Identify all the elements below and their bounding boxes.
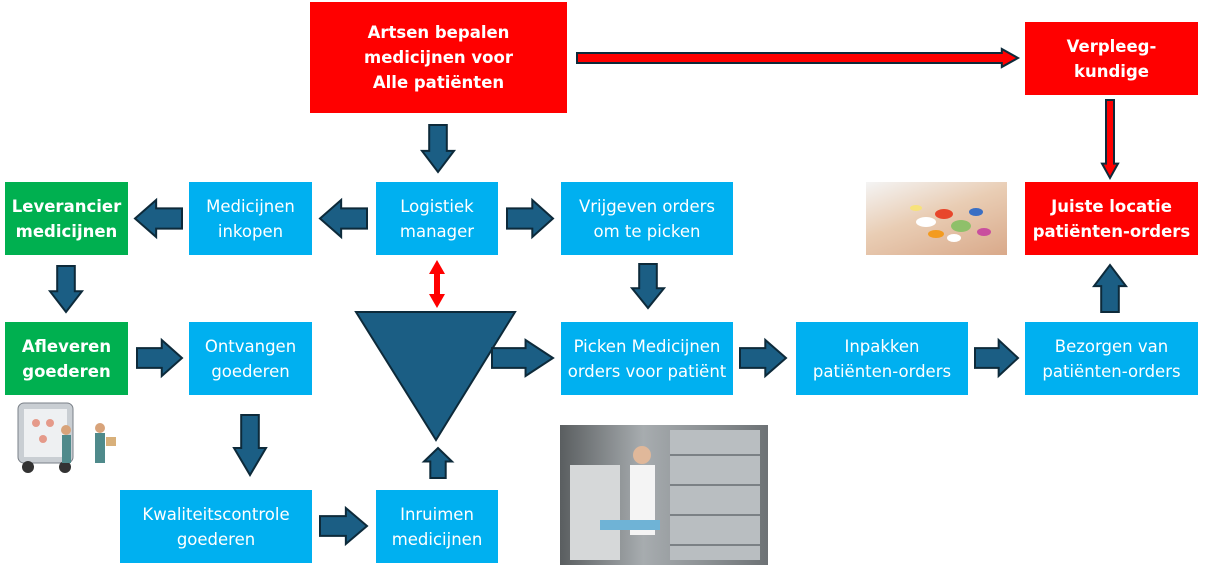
- pharmacy-photo: [560, 425, 768, 565]
- arrow-logistiek-to-vrijgeven: [506, 197, 555, 240]
- arrow-artsen-to-logistiek: [419, 124, 457, 174]
- box-juiste-locatie: Juiste locatie patiënten-orders: [1025, 182, 1198, 255]
- box-ontvangen: Ontvangen goederen: [189, 322, 312, 395]
- box-picken: Picken Medicijnen orders voor patiënt: [561, 322, 733, 395]
- box-artsen: Artsen bepalen medicijnen voor Alle pati…: [310, 2, 567, 113]
- arrow-inruimen-to-stock: [421, 446, 455, 479]
- inventory-triangle: [354, 311, 517, 442]
- arrow-leverancier-to-afleveren: [47, 265, 85, 314]
- pills-photo: [866, 182, 1007, 255]
- arrow-logistiek-to-inkopen: [318, 197, 368, 240]
- arrow-logistiek-stock-bidirectional: [429, 260, 445, 308]
- arrow-verpleegkundige-to-locatie: [1100, 99, 1120, 181]
- arrow-inpakken-to-bezorgen: [974, 337, 1020, 379]
- box-inkopen: Medicijnen inkopen: [189, 182, 312, 255]
- box-afleveren: Afleveren goederen: [5, 322, 128, 395]
- arrow-bezorgen-to-locatie: [1091, 263, 1129, 313]
- arrow-vrijgeven-to-picken: [629, 263, 667, 310]
- box-verpleegkundige: Verpleeg- kundige: [1025, 22, 1198, 95]
- box-leverancier: Leverancier medicijnen: [5, 182, 128, 255]
- arrow-afleveren-to-ontvangen: [136, 337, 184, 379]
- box-kwaliteit: Kwaliteitscontrole goederen: [120, 490, 312, 563]
- box-bezorgen: Bezorgen van patiënten-orders: [1025, 322, 1198, 395]
- box-vrijgeven: Vrijgeven orders om te picken: [561, 182, 733, 255]
- box-inpakken: Inpakken patiënten-orders: [796, 322, 968, 395]
- box-logistiek: Logistiek manager: [376, 182, 498, 255]
- delivery-truck-illustration: [10, 395, 125, 480]
- arrow-picken-to-inpakken: [739, 337, 788, 379]
- arrow-kwaliteit-to-inruimen: [319, 505, 369, 547]
- arrow-ontvangen-to-kwaliteit: [232, 414, 268, 477]
- arrow-inkopen-to-leverancier: [133, 197, 183, 240]
- arrow-artsen-to-verpleegkundige: [576, 47, 1021, 69]
- box-inruimen: Inruimen medicijnen: [376, 490, 498, 563]
- arrow-stock-to-picken: [491, 338, 555, 378]
